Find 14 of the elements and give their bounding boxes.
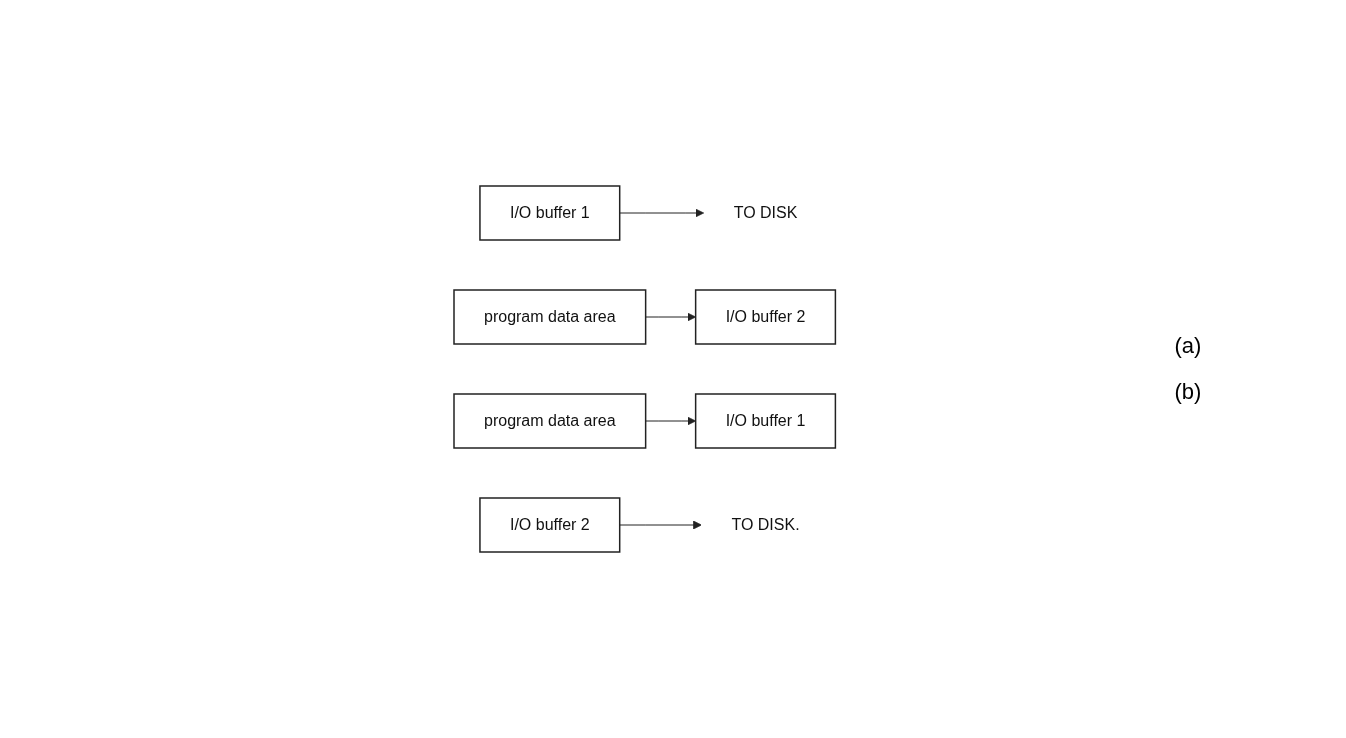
caption-label: (b) [1174,379,1202,405]
arrow [645,416,696,426]
node-text: TO DISK [733,204,798,221]
node-box: program data area [453,393,647,449]
node-box: program data area [453,289,647,345]
arrow [645,312,696,322]
node-box: I/O buffer 1 [694,393,836,449]
arrow [619,520,702,530]
node-box: I/O buffer 1 [479,185,621,241]
arrow [619,208,704,218]
node-box: I/O buffer 2 [694,289,836,345]
node-box: I/O buffer 2 [479,497,621,553]
node-text: TO DISK. [731,516,800,533]
caption-label: (a) [1174,333,1202,359]
